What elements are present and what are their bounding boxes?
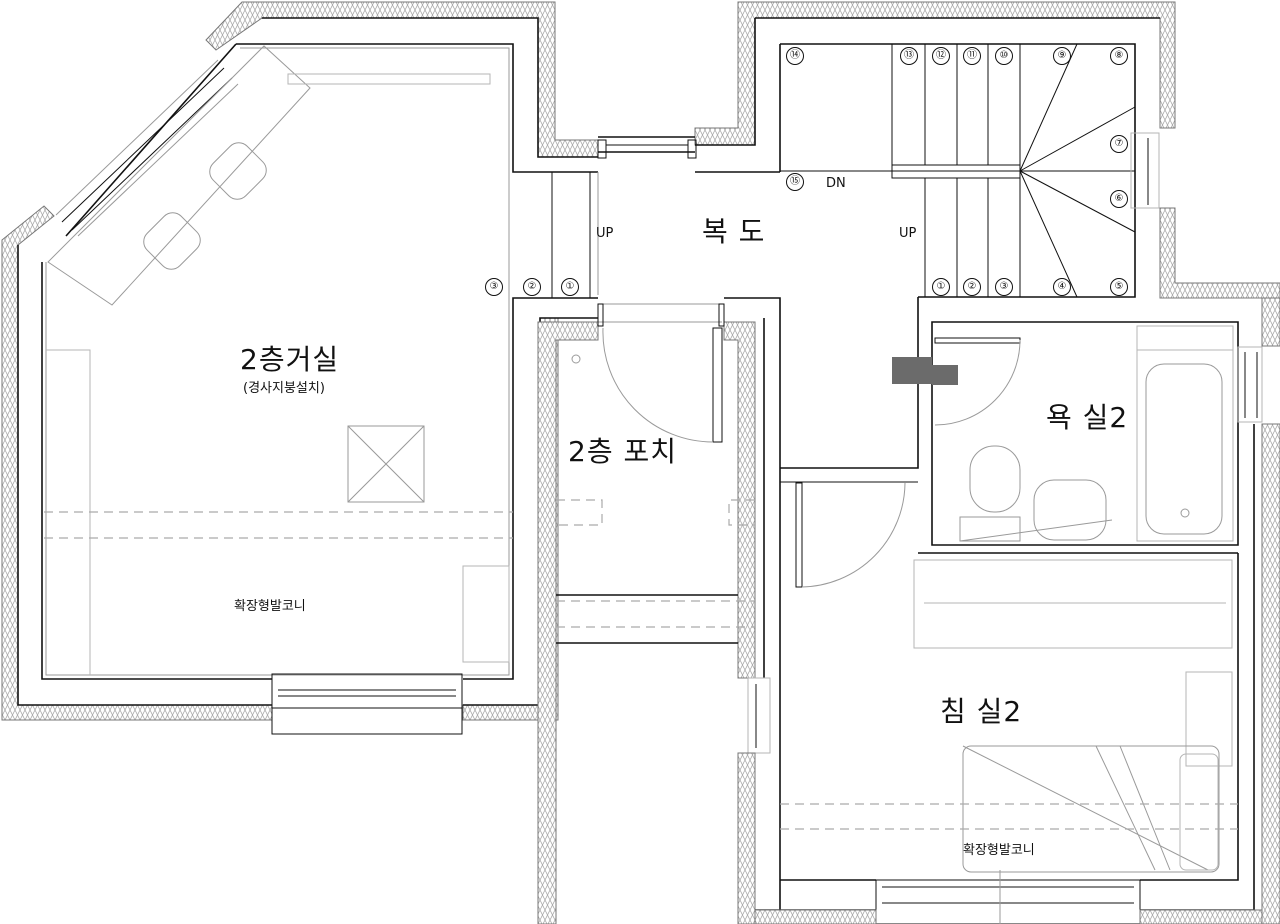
left-stair: [513, 171, 599, 299]
stair-step-9: ⑨: [1053, 47, 1071, 65]
left-stair-step-1: ①: [561, 278, 579, 296]
corridor-walls: [597, 1, 1176, 298]
stair-step-13: ⑬: [900, 47, 918, 65]
main-stair: [780, 43, 1280, 299]
corridor-name: 복 도: [702, 215, 766, 248]
stair-step-12: ⑫: [932, 47, 950, 65]
stair-step-8: ⑧: [1110, 47, 1128, 65]
bedroom-balcony-label: 확장형발코니: [963, 843, 1035, 858]
living-room-note: (경사지붕설치): [243, 381, 325, 396]
stair-step-5: ⑤: [1110, 278, 1128, 296]
left-stair-step-2: ②: [523, 278, 541, 296]
stair-step-1: ①: [932, 278, 950, 296]
stair-step-2: ②: [963, 278, 981, 296]
living-room-furniture: [44, 45, 513, 735]
bedroom: [754, 424, 1263, 924]
porch-name: 2층 포치: [568, 435, 677, 468]
bedroom-name: 침 실2: [940, 695, 1023, 728]
stair-step-6: ⑥: [1110, 190, 1128, 208]
stair-step-11: ⑪: [963, 47, 981, 65]
main-stair-down-label: DN: [826, 176, 846, 191]
bathroom: [780, 297, 1280, 924]
porch-walls: [537, 297, 781, 924]
living-room-name: 2층거실: [240, 343, 340, 376]
stair-step-3: ③: [995, 278, 1013, 296]
stair-step-14: ⑭: [786, 47, 804, 65]
living-room-balcony-label: 확장형발코니: [234, 599, 306, 614]
stair-step-7: ⑦: [1110, 135, 1128, 153]
stair-step-4: ④: [1053, 278, 1071, 296]
left-stair-up-label: UP: [596, 226, 614, 241]
stair-step-10: ⑩: [995, 47, 1013, 65]
main-stair-up-label: UP: [899, 226, 917, 241]
bathroom-name: 욕 실2: [1046, 401, 1129, 434]
stair-step-15: ⑮: [786, 173, 804, 191]
left-stair-step-3: ③: [485, 278, 503, 296]
